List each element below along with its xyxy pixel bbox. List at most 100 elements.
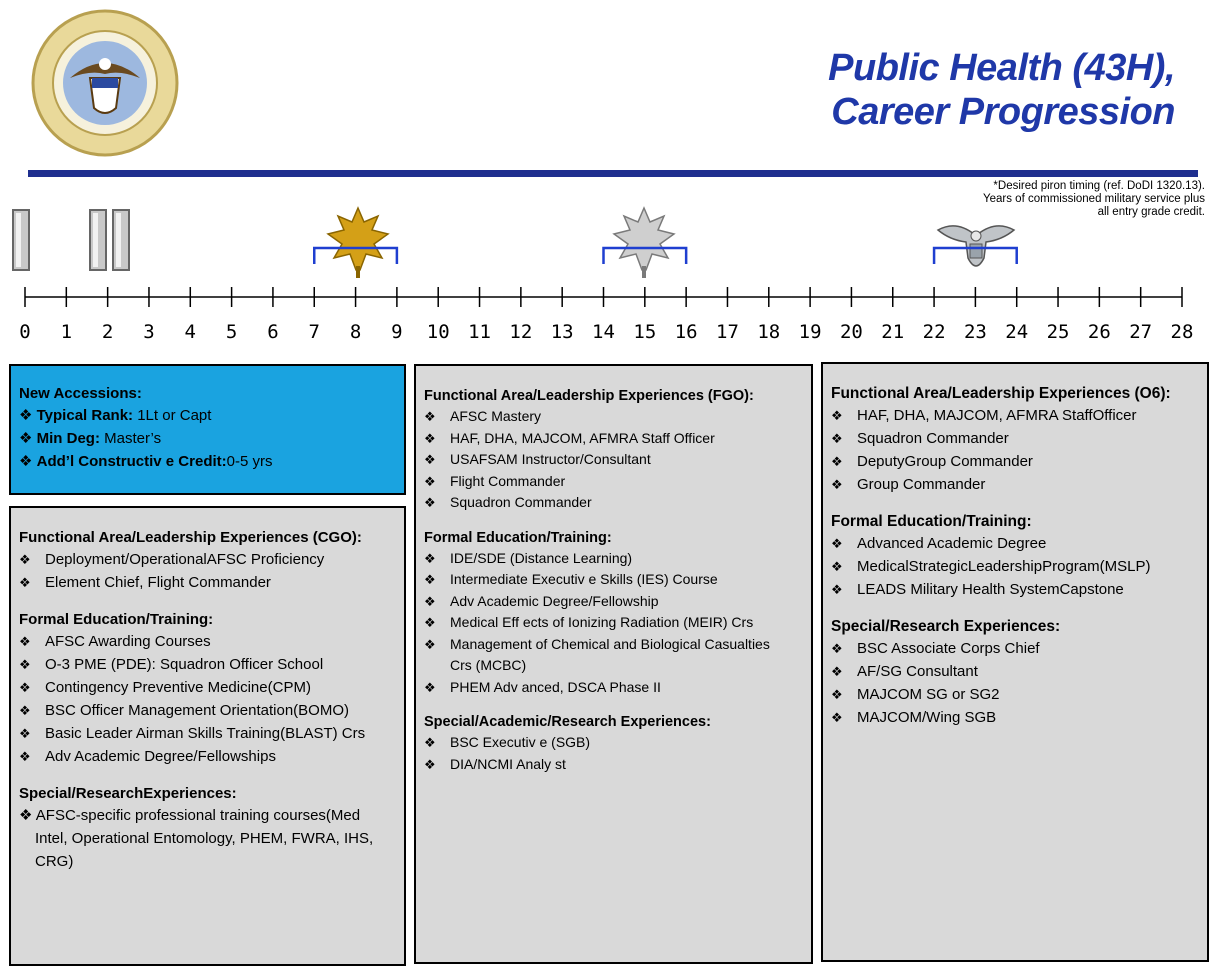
bullet-icon: ❖ (831, 408, 843, 423)
list-item-text: AFSC Mastery (450, 408, 542, 424)
fgo-box: Functional Area/Leadership Experiences (… (414, 364, 813, 964)
bullet-icon: ❖ (424, 550, 436, 566)
list-item-continued: CRG) (35, 853, 74, 870)
bullet-icon: ❖ (831, 559, 843, 574)
list-item-text: AFSC Awarding Courses (45, 633, 211, 650)
cgo-edu-title: Formal Education/Training: (19, 611, 214, 628)
timeline-tick-label: 23 (964, 321, 987, 343)
list-item: ❖ Flight Commander (424, 471, 803, 493)
list-item-text: Group Commander (857, 476, 986, 493)
list-item: ❖Squadron Commander (424, 492, 803, 514)
col-box: Functional Area/Leadership Experiences (… (821, 362, 1209, 962)
title-line-2: Career Progression (831, 91, 1175, 133)
timeline-tick-label: 25 (1047, 321, 1070, 343)
bullet-icon: ❖ (424, 593, 436, 609)
list-item: ❖ BSC Executiv e (SGB) (424, 732, 803, 754)
constructive-credit-item: ❖ Add’l Constructiv e Credit:0-5 yrs (19, 450, 396, 473)
list-item: ❖ Intermediate Executiv e Skills (IES) Co… (424, 569, 803, 591)
list-item: ❖Management of Chemical and Biological C… (424, 634, 803, 656)
col-edu-title: Formal Education/Training: (831, 513, 1032, 530)
timeline-tick-label: 18 (757, 321, 780, 343)
list-item: ❖ AFSC Awarding Courses (19, 630, 396, 653)
timeline-tick-label: 12 (509, 321, 532, 343)
list-item-text: Basic Leader Airman Skills Training(BLAS… (45, 725, 366, 742)
fgo-sp-list: ❖ BSC Executiv e (SGB) ❖DIA/NCMI Analy st (424, 732, 803, 775)
bullet-icon: ❖ (19, 657, 31, 672)
bullet-icon: ❖ (831, 687, 843, 702)
col-fa-title: Functional Area/Leadership Experiences (… (831, 385, 1171, 402)
bullet-icon: ❖ (19, 634, 31, 649)
list-item: ❖Element Chief, Flight Commander (19, 571, 396, 594)
timeline-tick-label: 20 (840, 321, 863, 343)
second-lieutenant-bar-icon (12, 209, 30, 271)
typical-rank-label: Typical Rank: (36, 407, 134, 424)
bullet-icon: ❖ (19, 575, 31, 590)
bullet-icon: ❖ (19, 430, 33, 447)
min-degree-item: ❖ Min Deg: Master’s (19, 427, 396, 450)
list-item: ❖Group Commander (831, 473, 1199, 496)
cgo-fa-title: Functional Area/Leadership Experiences (… (19, 529, 362, 546)
bullet-icon: ❖ (424, 615, 436, 630)
silver-oak-leaf-icon (612, 206, 676, 278)
list-item: ❖Basic Leader Airman Skills Training(BLA… (19, 722, 396, 745)
min-degree-value: Master’s (99, 430, 162, 447)
footnote: *Desired piron timing (ref. DoDI 1320.13… (945, 180, 1205, 219)
bullet-icon: ❖ (424, 735, 436, 750)
bullet-icon: ❖ (424, 572, 436, 587)
list-item-text: Intermediate Executiv e Skills (IES) Cou… (450, 571, 718, 587)
cgo-edu-list: ❖ AFSC Awarding Courses ❖O-3 PME (PDE): Sq… (19, 630, 396, 768)
bullet-icon: ❖ (424, 430, 436, 446)
list-item-text: BSC Associate Corps Chief (857, 640, 1040, 657)
timeline-tick-label: 9 (391, 321, 402, 343)
min-degree-label: Min Deg: (36, 430, 100, 447)
list-item: ❖Contingency Preventive Medicine(CPM) (19, 676, 396, 699)
timeline-tick-label: 16 (675, 321, 698, 343)
list-item: ❖PHEM Adv anced, DSCA Phase II (424, 677, 803, 699)
list-item-text: MedicalStrategicLeadershipProgram(MSLP) (857, 558, 1151, 575)
list-item: ❖ MAJCOM SG or SG2 (831, 683, 1199, 706)
typical-rank-item: ❖ Typical Rank: 1Lt or Capt (19, 404, 396, 427)
bullet-icon: ❖ (831, 582, 843, 597)
header-divider (28, 170, 1198, 177)
timeline-tick-label: 10 (427, 321, 450, 343)
bullet-icon: ❖ (424, 473, 436, 489)
bullet-icon: ❖ (831, 710, 843, 725)
promotion-window-bracket (932, 246, 1018, 264)
timeline-tick-label: 1 (61, 321, 72, 343)
timeline-tick-label: 22 (923, 321, 946, 343)
fgo-fa-list: ❖ AFSC Mastery ❖HAF, DHA, MAJCOM, AFMRA St… (424, 406, 803, 514)
list-item: ❖Adv Academic Degree/Fellowships (19, 745, 396, 768)
timeline-tick-label: 5 (226, 321, 237, 343)
timeline-tick-label: 2 (102, 321, 113, 343)
timeline-tick-label: 21 (881, 321, 904, 343)
list-item-continued: Crs (MCBC) (450, 657, 527, 673)
list-item-text: USAFSAM Instructor/Consultant (450, 451, 651, 467)
captain-bars-icon (89, 209, 130, 271)
list-item-text: Management of Chemical and Biological Ca… (450, 635, 770, 652)
list-item: ❖BSC Associate Corps Chief (831, 637, 1199, 660)
timeline-tick-label: 11 (468, 321, 491, 343)
list-item-text: MAJCOM SG or SG2 (857, 686, 1000, 703)
list-item-text: LEADS Military Health SystemCapstone (857, 581, 1124, 598)
bullet-icon: ❖ (831, 431, 843, 446)
list-item-text: MAJCOM/Wing SGB (857, 709, 997, 726)
promotion-window-bracket (313, 246, 399, 264)
list-item: ❖ MAJCOM/Wing SGB (831, 706, 1199, 729)
list-item: ❖Advanced Academic Degree (831, 532, 1199, 555)
list-item-text: HAF, DHA, MAJCOM, AFMRA StaffOfficer (857, 407, 1137, 424)
timeline-tick-label: 14 (592, 321, 615, 343)
list-item: ❖O-3 PME (PDE): Squadron Officer School (19, 653, 396, 676)
list-item: ❖ LEADS Military Health SystemCapstone (831, 578, 1199, 601)
list-item: ❖DIA/NCMI Analy st (424, 754, 803, 776)
list-item-text: BSC Executiv e (SGB) (450, 734, 591, 750)
col-sp-title: Special/Research Experiences: (831, 618, 1061, 635)
timeline-tick-label: 15 (633, 321, 656, 343)
title-line-1: Public Health (43H), (828, 47, 1175, 89)
list-item: ❖HAF, DHA, MAJCOM, AFMRA Staff Officer (424, 428, 803, 450)
page-title: Public Health (43H), Career Progression (828, 46, 1175, 134)
col-sp-list: ❖BSC Associate Corps Chief❖AF/SG Consult… (831, 637, 1199, 729)
bullet-icon: ❖ (19, 703, 31, 718)
list-item-text: Flight Commander (450, 472, 566, 489)
list-item: ❖Squadron Commander (831, 427, 1199, 450)
